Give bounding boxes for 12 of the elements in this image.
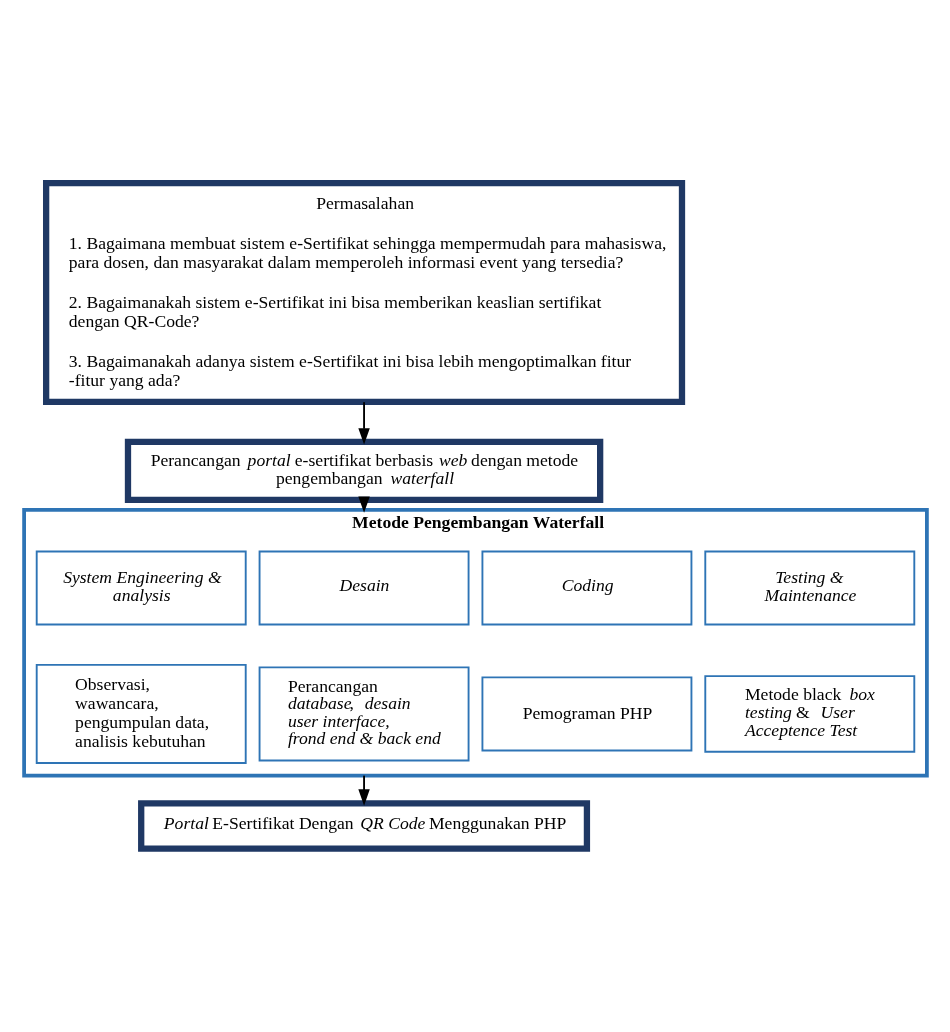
node-box: Observasi, wawancara, pengumpulan data, analisis kebutuhan [35, 663, 247, 764]
node-box: Perancangan database, desain user interface, frond end & back end [258, 666, 469, 762]
node-box: System Engineering & analysis [35, 550, 247, 626]
node-box: Permasalahan 1. Bagaimana membuat sistem e-Sertifikat sehingga mempermudah para mahasiswa, para dosen, dan masyarakat dalam memperoleh informasi event yang tersedia? 2. Bagaimanakah sistem e-Sertifikat ini bisa memberikan keaslian sertifikat dengan QR-Code? 3. Bagaimanakah adanya sistem e-Sertifikat ini bisa lebih mengoptimalkan fitur -fitur yang ada? [42, 179, 685, 406]
node-box: Coding [481, 550, 692, 626]
arrow [357, 401, 370, 445]
node-box: Testing & Maintenance [703, 550, 915, 626]
node-box: Portal E-Sertifikat Dengan QR Code Menggunakan PHP [137, 800, 590, 852]
arrow [357, 774, 370, 806]
node-box: Metode black box testing & User Acceptence Test [703, 675, 915, 753]
node-box: Pemograman PHP [481, 676, 692, 752]
node-box: Desain [258, 550, 469, 626]
